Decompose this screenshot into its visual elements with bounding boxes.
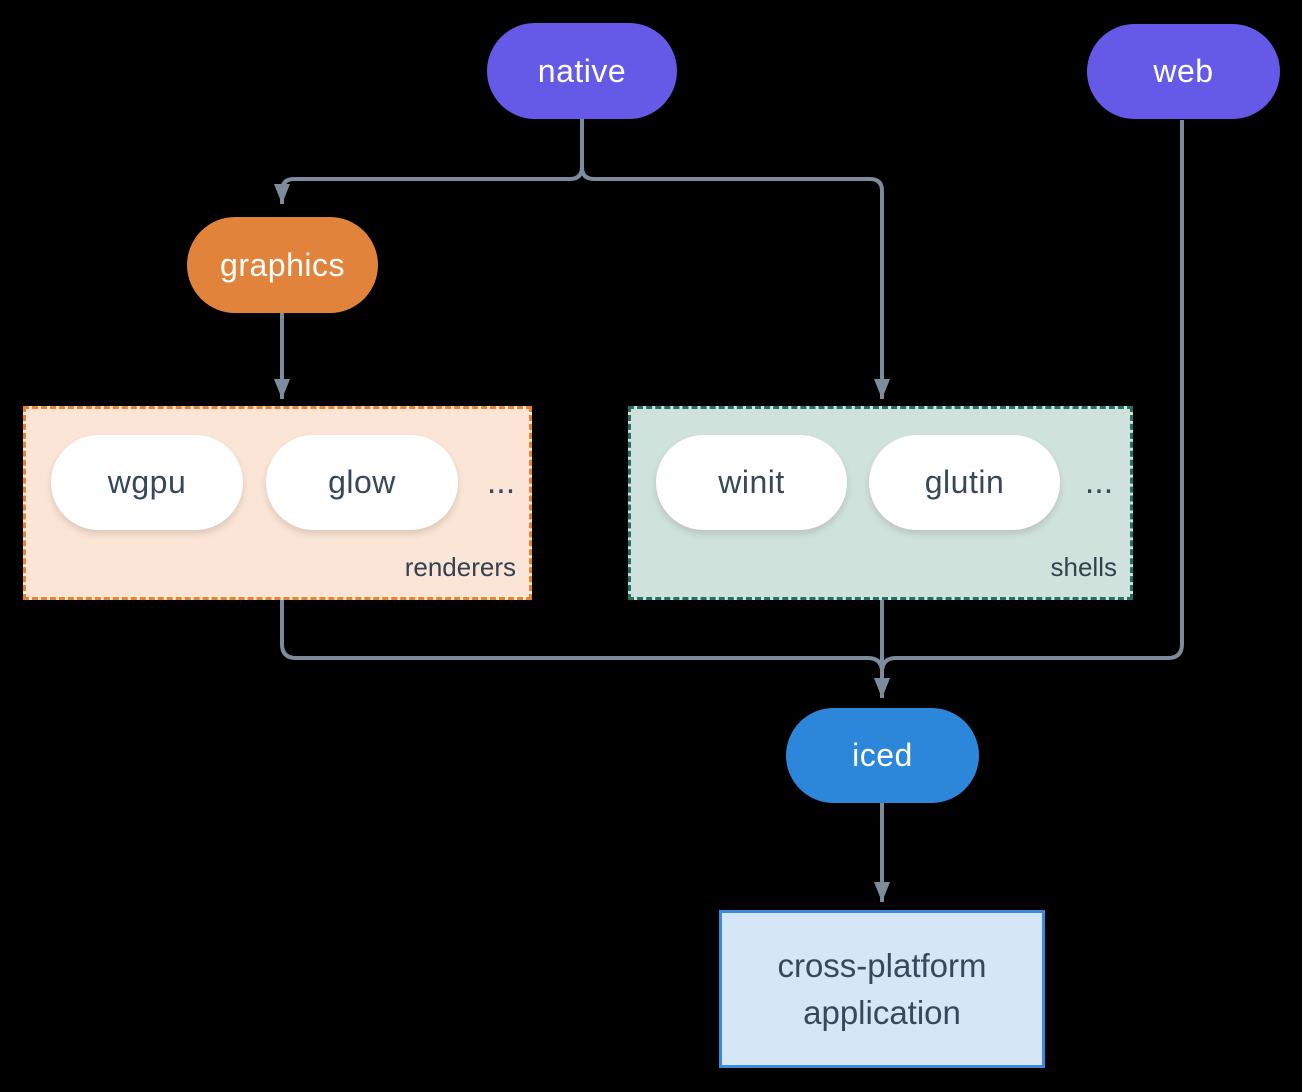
group-renderers: wgpu glow ... renderers xyxy=(23,406,532,600)
node-glow: glow xyxy=(266,435,458,530)
node-graphics-label: graphics xyxy=(220,246,345,283)
shells-ellipsis: ... xyxy=(1084,463,1114,501)
node-application-label-line2: application xyxy=(803,994,961,1031)
edge-native-shells xyxy=(580,118,890,399)
node-application: cross-platform application xyxy=(719,910,1045,1068)
edge-web-iced xyxy=(880,120,1184,688)
node-glutin: glutin xyxy=(869,435,1060,530)
renderers-ellipsis: ... xyxy=(486,463,516,501)
node-native-label: native xyxy=(537,52,627,89)
group-shells-label: shells xyxy=(1050,552,1117,582)
group-renderers-label: renderers xyxy=(404,552,516,582)
node-web: web xyxy=(1087,24,1280,119)
edge-native-graphics xyxy=(274,118,584,204)
edge-renderers-iced xyxy=(280,600,890,698)
node-application-label-line1: cross-platform xyxy=(777,947,987,984)
node-wgpu: wgpu xyxy=(51,435,243,530)
node-glutin-label: glutin xyxy=(924,464,1005,500)
node-winit: winit xyxy=(656,435,847,530)
node-native: native xyxy=(487,23,677,119)
node-winit-label: winit xyxy=(718,464,785,500)
node-iced: iced xyxy=(786,708,979,803)
node-glow-label: glow xyxy=(328,464,396,500)
node-graphics: graphics xyxy=(187,217,378,313)
node-wgpu-label: wgpu xyxy=(107,464,187,500)
node-web-label: web xyxy=(1153,53,1214,89)
node-iced-label: iced xyxy=(852,737,913,773)
group-shells: winit glutin ... shells xyxy=(628,406,1133,600)
